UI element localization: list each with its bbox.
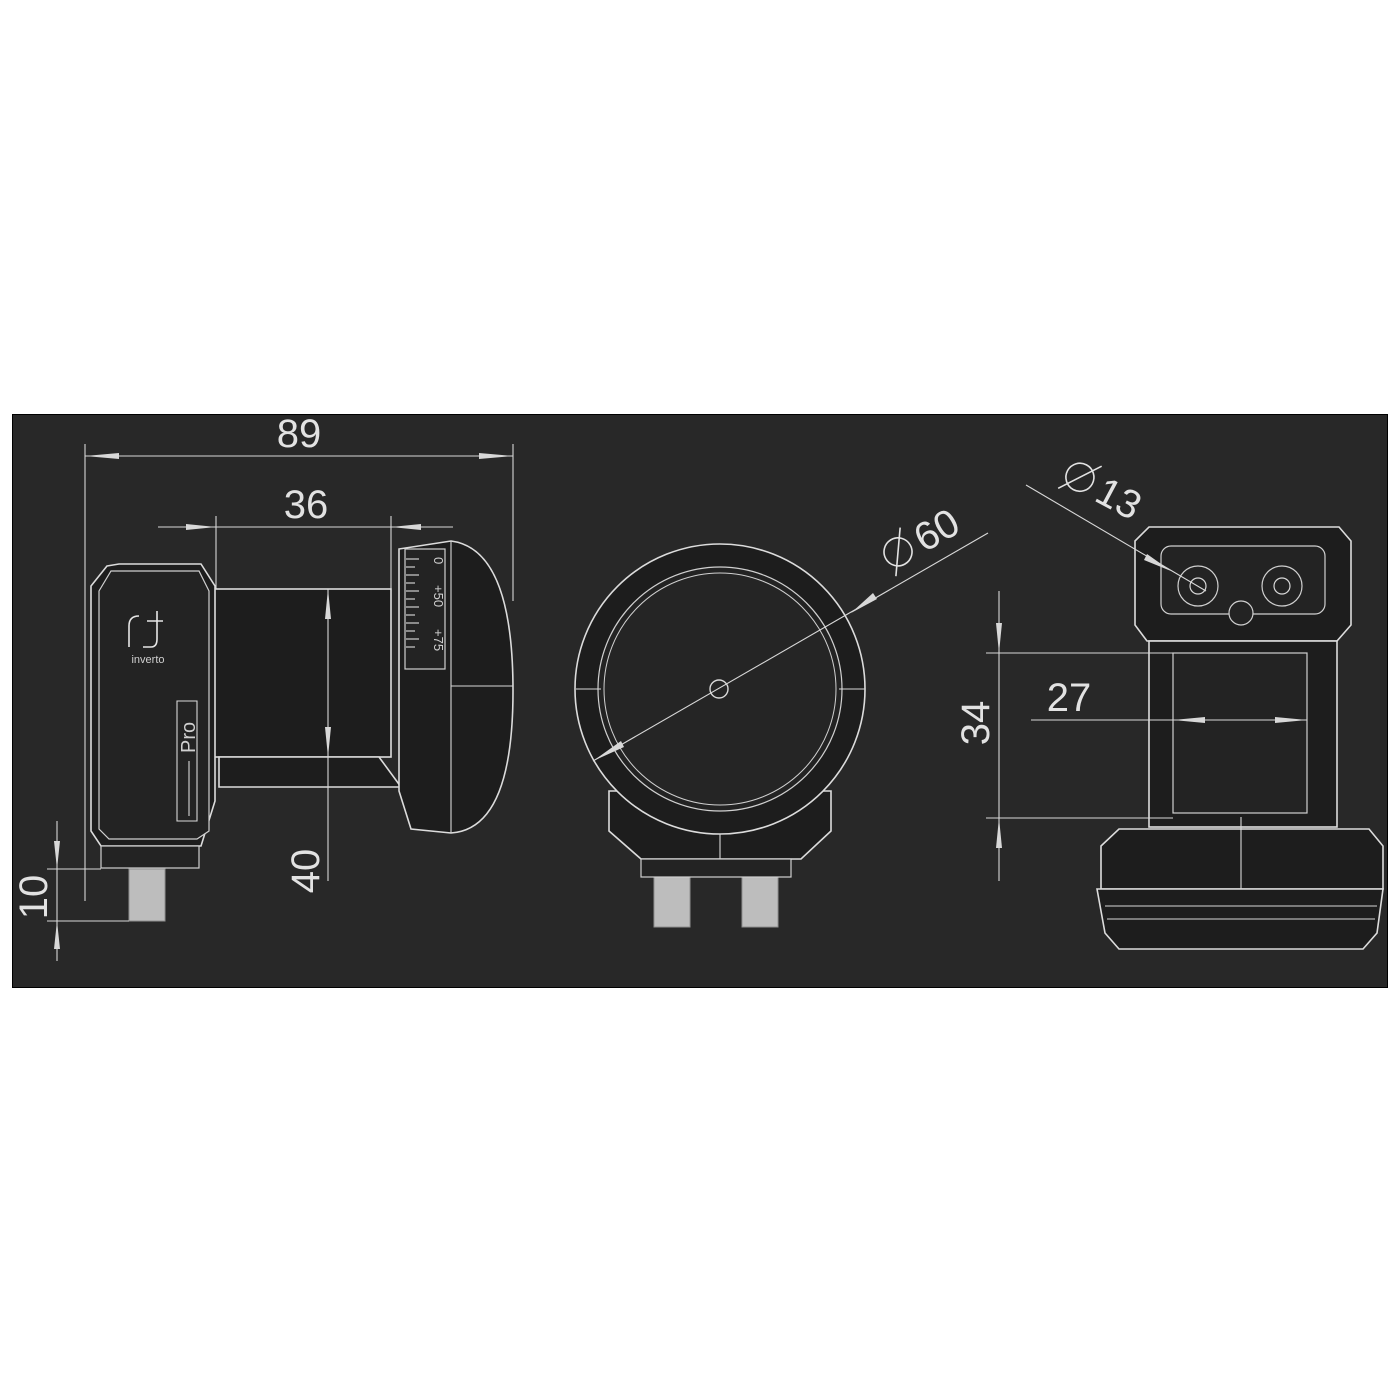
rear-view: 13 34 27: [954, 462, 1384, 950]
arrow-36-left: [186, 524, 216, 530]
side-view: 89 36 inverto Pro 10: [13, 415, 514, 961]
label-panel: [176, 700, 198, 822]
arrow-left: [85, 453, 119, 459]
rear-cap-top: [1100, 828, 1384, 890]
dim-label-89: 89: [277, 415, 322, 456]
front-center-mark: [709, 679, 729, 699]
arrow-40-top: [325, 589, 331, 619]
arrow-40-bottom: [325, 727, 331, 757]
arrow-34-bottom: [996, 818, 1002, 848]
technical-drawing: 89 36 inverto Pro 10: [12, 414, 1388, 988]
arrow-10-bottom: [54, 921, 60, 949]
dial-mark-75: +75: [431, 629, 446, 651]
dim-label-40: 40: [284, 849, 328, 894]
housing-inner-edge: [98, 570, 210, 840]
skew-dial: [404, 548, 446, 670]
rear-tube-face: [1172, 652, 1308, 814]
dial-mark-50: +50: [431, 585, 446, 607]
brand-text: inverto: [131, 654, 164, 666]
f-connector-front-1: [653, 876, 691, 928]
arrow-27-left: [1173, 717, 1205, 723]
output-port-2: [1261, 565, 1303, 607]
center-screw: [1228, 600, 1254, 626]
dim-line-13: [1025, 484, 1207, 592]
front-connector-base: [640, 858, 792, 878]
arrow-34-top: [996, 623, 1002, 653]
front-face: [603, 572, 837, 806]
arrow-60-a: [593, 741, 624, 761]
arrow-27-right: [1275, 717, 1307, 723]
drawing-canvas: 89 36 inverto Pro 10: [13, 415, 1384, 961]
dim-label-60-group: 60: [883, 500, 968, 577]
dim-label-10: 10: [13, 875, 56, 920]
dim-label-27: 27: [1047, 676, 1092, 720]
arrow-10-top: [54, 841, 60, 869]
feed-tube: [210, 588, 392, 758]
dim-label-36: 36: [284, 483, 329, 527]
f-connector-left: [128, 868, 166, 922]
connector-base: [100, 845, 200, 869]
dim-label-60: 60: [907, 500, 968, 560]
dim-label-13-group: 13: [1057, 462, 1149, 529]
f-connector-front-2: [741, 876, 779, 928]
dim-label-13: 13: [1089, 469, 1149, 529]
brand-logo: [128, 611, 163, 648]
series-text: Pro: [178, 722, 200, 753]
front-view: 60: [574, 500, 989, 928]
arrow-36-right: [391, 524, 421, 530]
feed-bracket: [218, 756, 403, 788]
dim-label-34: 34: [954, 701, 998, 746]
arrow-right: [479, 453, 513, 459]
dim-line-60: [592, 532, 989, 762]
dial-mark-0: 0: [431, 557, 446, 564]
output-port-2-center: [1273, 577, 1291, 595]
output-port-1-center: [1189, 577, 1207, 595]
arrow-13: [1144, 554, 1171, 571]
dial-ticks: [406, 558, 419, 648]
arrow-60-b: [851, 593, 877, 613]
